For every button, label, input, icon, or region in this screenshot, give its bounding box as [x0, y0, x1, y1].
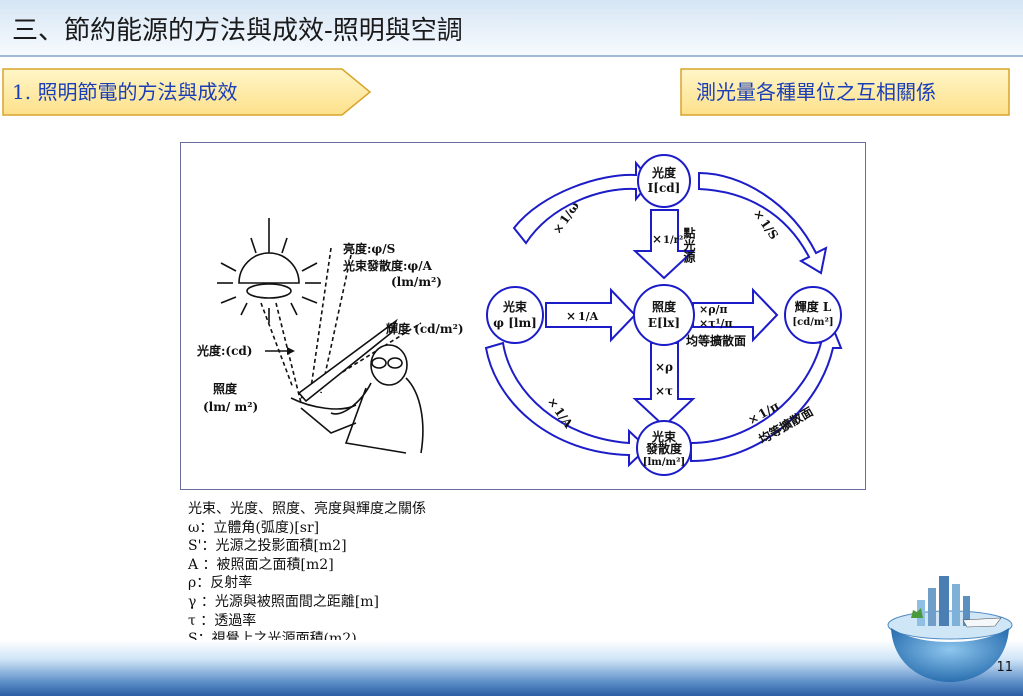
label-intensity: 光度:(cd) [196, 343, 252, 358]
svg-text:光度: 光度 [651, 165, 677, 180]
node-illuminance [633, 284, 695, 346]
label-illuminance-unit: (lm/ m²) [203, 400, 258, 414]
svg-text:照度: 照度 [652, 299, 677, 314]
legend-line: S'：光源之投影面積[m2] [188, 538, 347, 555]
city-globe-logo [887, 576, 1013, 682]
legend-line: A ：被照面之面積[m2] [188, 556, 334, 573]
svg-text:×τ: ×τ [655, 384, 673, 398]
svg-text:輝度 L: 輝度 L [795, 299, 832, 314]
svg-text:1/S: 1/S [757, 217, 781, 243]
svg-text:[lm/m²]: [lm/m²] [643, 457, 685, 468]
svg-text:φ [lm]: φ [lm] [493, 316, 537, 330]
topic-tag-shape [680, 68, 1010, 116]
svg-text:I[cd]: I[cd] [648, 181, 681, 195]
legend: 光束、光度、照度、亮度與輝度之關係 ω：立體角(弧度)[sr] S'：光源之投影… [188, 500, 426, 649]
legend-line: γ ：光源與被照面間之距離[m] [188, 593, 380, 610]
node-luminance [784, 286, 842, 344]
svg-text:E[lx]: E[lx] [648, 316, 680, 330]
legend-line: 光束、光度、照度、亮度與輝度之關係 [188, 501, 426, 517]
legend-line: ω：立體角(弧度)[sr] [188, 519, 320, 536]
svg-text:均等擴散面: 均等擴散面 [686, 333, 746, 348]
label-exitance: 光束發散度:φ/A [342, 258, 433, 273]
section-tag: 1. 照明節電的方法與成效 [2, 68, 372, 116]
svg-text:×τ¹/π: ×τ¹/π [699, 317, 733, 330]
node-flux [486, 286, 544, 344]
label-exitance-unit: (lm/m²) [391, 275, 442, 289]
svg-text:×ρ/π: ×ρ/π [699, 303, 728, 316]
svg-text:×ρ: ×ρ [655, 360, 673, 374]
label-illuminance: 照度 [213, 381, 238, 396]
node-exitance [636, 420, 692, 476]
footer-band [0, 640, 1023, 696]
topic-tag-label: 測光量各種單位之互相關係 [696, 80, 936, 104]
wheel-labels: 光度 I[cd] 光束 φ [lm] 照度 E[lx] 輝度 L [cd/m²]… [493, 165, 833, 468]
photometry-diagram: 亮度:φ/S 光束發散度:φ/A (lm/m²) 輝度 (cd/m²) 光度:(… [180, 142, 866, 490]
svg-text:[cd/m²]: [cd/m²] [792, 317, 833, 328]
svg-text:光束: 光束 [651, 429, 677, 444]
relation-wheel [484, 154, 843, 476]
svg-text:1/A: 1/A [578, 310, 599, 323]
topic-tag: 測光量各種單位之互相關係 [680, 68, 1010, 116]
illustration-lamp-person [217, 218, 424, 454]
illustration-labels: 亮度:φ/S 光束發散度:φ/A (lm/m²) 輝度 (cd/m²) 光度:(… [196, 241, 464, 414]
svg-text:點光源: 點光源 [682, 226, 696, 264]
svg-text:發散度: 發散度 [645, 441, 683, 456]
svg-text:×: × [652, 232, 662, 246]
title-divider [0, 55, 1023, 57]
title-bar: 三、節約能源的方法與成效-照明與空調 [0, 0, 1023, 56]
svg-text:光束: 光束 [502, 299, 528, 314]
node-intensity [637, 154, 691, 208]
legend-line: ρ：反射率 [188, 575, 253, 592]
legend-line: τ ：透過率 [188, 612, 257, 629]
section-tag-label: 1. 照明節電的方法與成效 [12, 80, 238, 104]
page-number: 11 [996, 660, 1013, 675]
label-brightness: 亮度:φ/S [343, 241, 395, 256]
section-tag-shape [2, 68, 372, 116]
svg-text:×: × [566, 309, 576, 323]
svg-text:1/r²: 1/r² [663, 235, 683, 246]
label-luminance: 輝度 (cd/m²) [386, 321, 464, 336]
slide-title: 三、節約能源的方法與成效-照明與空調 [12, 16, 463, 46]
